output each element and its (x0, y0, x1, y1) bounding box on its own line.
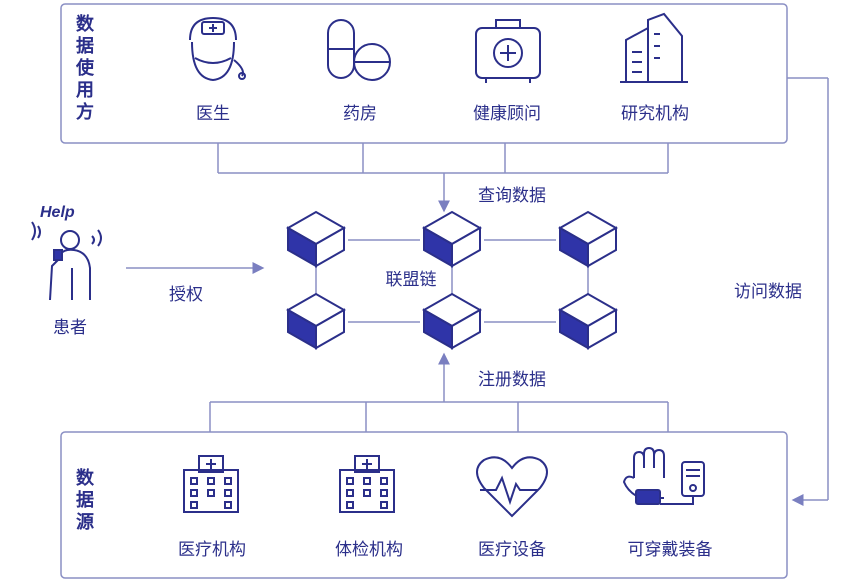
clinic-icon (339, 455, 395, 513)
blockchain-label: 联盟链 (385, 270, 437, 290)
medical-kit-icon (475, 19, 541, 83)
pills-icon (327, 19, 391, 81)
block-cube (287, 293, 345, 349)
consumers-title: 数据使用方 (76, 14, 94, 123)
block-cube (423, 293, 481, 349)
source-label-device: 医疗设备 (478, 540, 546, 560)
research-building-icon (620, 12, 688, 83)
sources-connector (209, 352, 669, 432)
elderly-patient-icon (31, 221, 102, 301)
block-cube (423, 211, 481, 267)
help-text: Help (40, 204, 75, 221)
hospital-icon (183, 455, 239, 513)
access-path (787, 77, 829, 506)
block-cube (559, 211, 617, 267)
consumer-label-advisor: 健康顾问 (473, 104, 541, 124)
patient-label: 患者 (53, 318, 87, 338)
sources-box (60, 431, 788, 579)
wearable-device-icon (622, 446, 705, 505)
source-label-wearable: 可穿戴装备 (627, 540, 713, 560)
source-label-hospital: 医疗机构 (178, 540, 246, 560)
chain-links (315, 239, 589, 323)
block-cube (287, 211, 345, 267)
block-cube (559, 293, 617, 349)
authorize-label: 授权 (169, 285, 203, 305)
register-label: 注册数据 (478, 370, 546, 390)
source-label-clinic: 体检机构 (335, 540, 403, 560)
sources-title: 数据源 (76, 468, 94, 533)
consumers-box (60, 3, 788, 144)
doctor-icon (189, 16, 246, 82)
heart-monitor-icon (476, 456, 548, 518)
consumers-connector (217, 143, 669, 213)
consumer-label-doctor: 医生 (196, 104, 230, 124)
consumer-label-pharmacy: 药房 (343, 104, 377, 124)
consumer-label-research: 研究机构 (621, 104, 689, 124)
access-label: 访问数据 (734, 282, 802, 302)
query-label: 查询数据 (478, 186, 546, 206)
